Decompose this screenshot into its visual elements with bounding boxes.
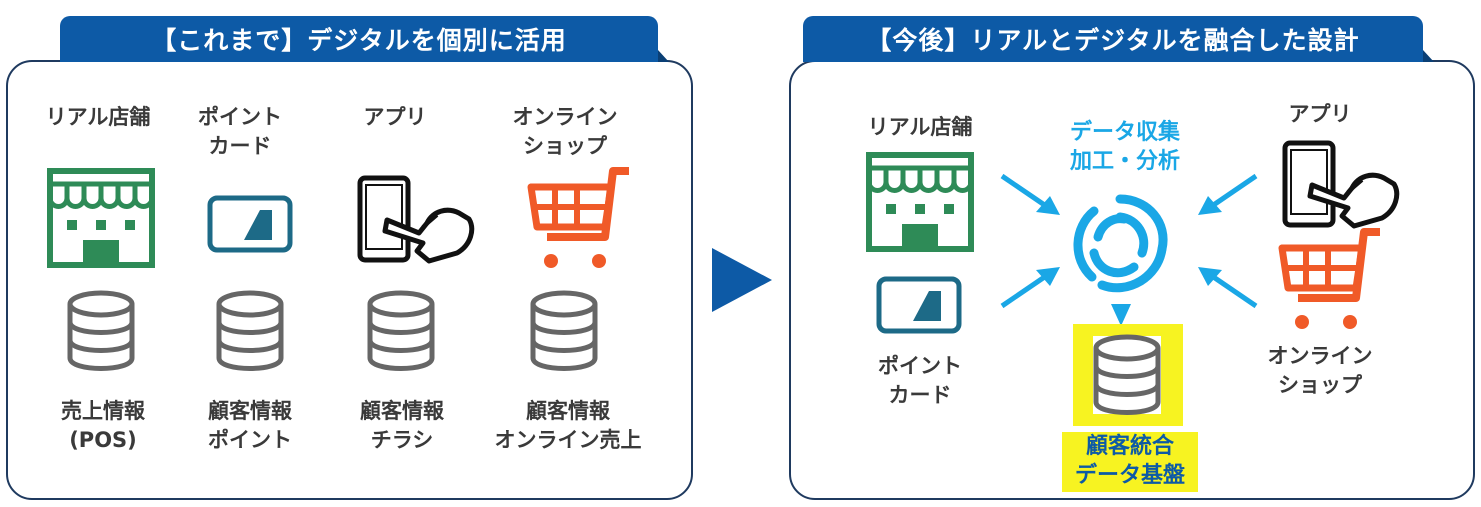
right-label-shop: オンラインショップ xyxy=(1267,344,1373,397)
smartphone-tap-icon xyxy=(1282,140,1400,230)
database-icon xyxy=(65,290,137,372)
database-icon xyxy=(1091,334,1163,416)
platform-label: 顧客統合データ基盤 xyxy=(1074,434,1185,488)
database-icon xyxy=(365,290,437,372)
left-label-card: ポイントカード xyxy=(198,105,282,158)
current-state-title: 【これまで】デジタルを個別に活用 xyxy=(60,16,669,62)
analysis-swirl-icon xyxy=(1068,193,1172,297)
right-label-app: アプリ xyxy=(1288,102,1352,126)
analysis-label: データ収集加工・分析 xyxy=(1069,120,1180,174)
arrow-icon xyxy=(998,172,1062,218)
right-label-store: リアル店舗 xyxy=(867,115,973,139)
point-card-icon xyxy=(876,276,962,334)
shopping-cart-icon xyxy=(1276,226,1386,334)
point-card-icon xyxy=(207,195,293,253)
shopping-cart-icon xyxy=(525,165,635,273)
transition-arrow xyxy=(712,248,772,312)
database-icon xyxy=(214,290,286,372)
store-icon xyxy=(47,168,155,268)
left-label-shop: オンラインショップ xyxy=(512,105,618,158)
future-state-title: 【今後】リアルとデジタルを融合した設計 xyxy=(803,16,1434,62)
arrow-icon xyxy=(1111,304,1131,328)
arrow-icon xyxy=(1196,172,1260,218)
store-icon xyxy=(866,152,974,252)
current-state-panel xyxy=(6,60,693,500)
arrow-icon xyxy=(1196,264,1260,310)
database-icon xyxy=(528,290,600,372)
left-data-store: 売上情報(POS) xyxy=(61,399,145,452)
left-label-store: リアル店舗 xyxy=(45,105,151,129)
platform-label-highlight xyxy=(1062,432,1198,492)
left-label-app: アプリ xyxy=(363,105,427,129)
right-label-card: ポイントカード xyxy=(878,354,962,407)
arrow-icon xyxy=(998,264,1062,310)
smartphone-tap-icon xyxy=(357,175,475,265)
left-data-card: 顧客情報ポイント xyxy=(208,399,292,452)
left-data-app: 顧客情報チラシ xyxy=(360,399,444,452)
left-data-shop: 顧客情報オンライン売上 xyxy=(494,399,642,452)
